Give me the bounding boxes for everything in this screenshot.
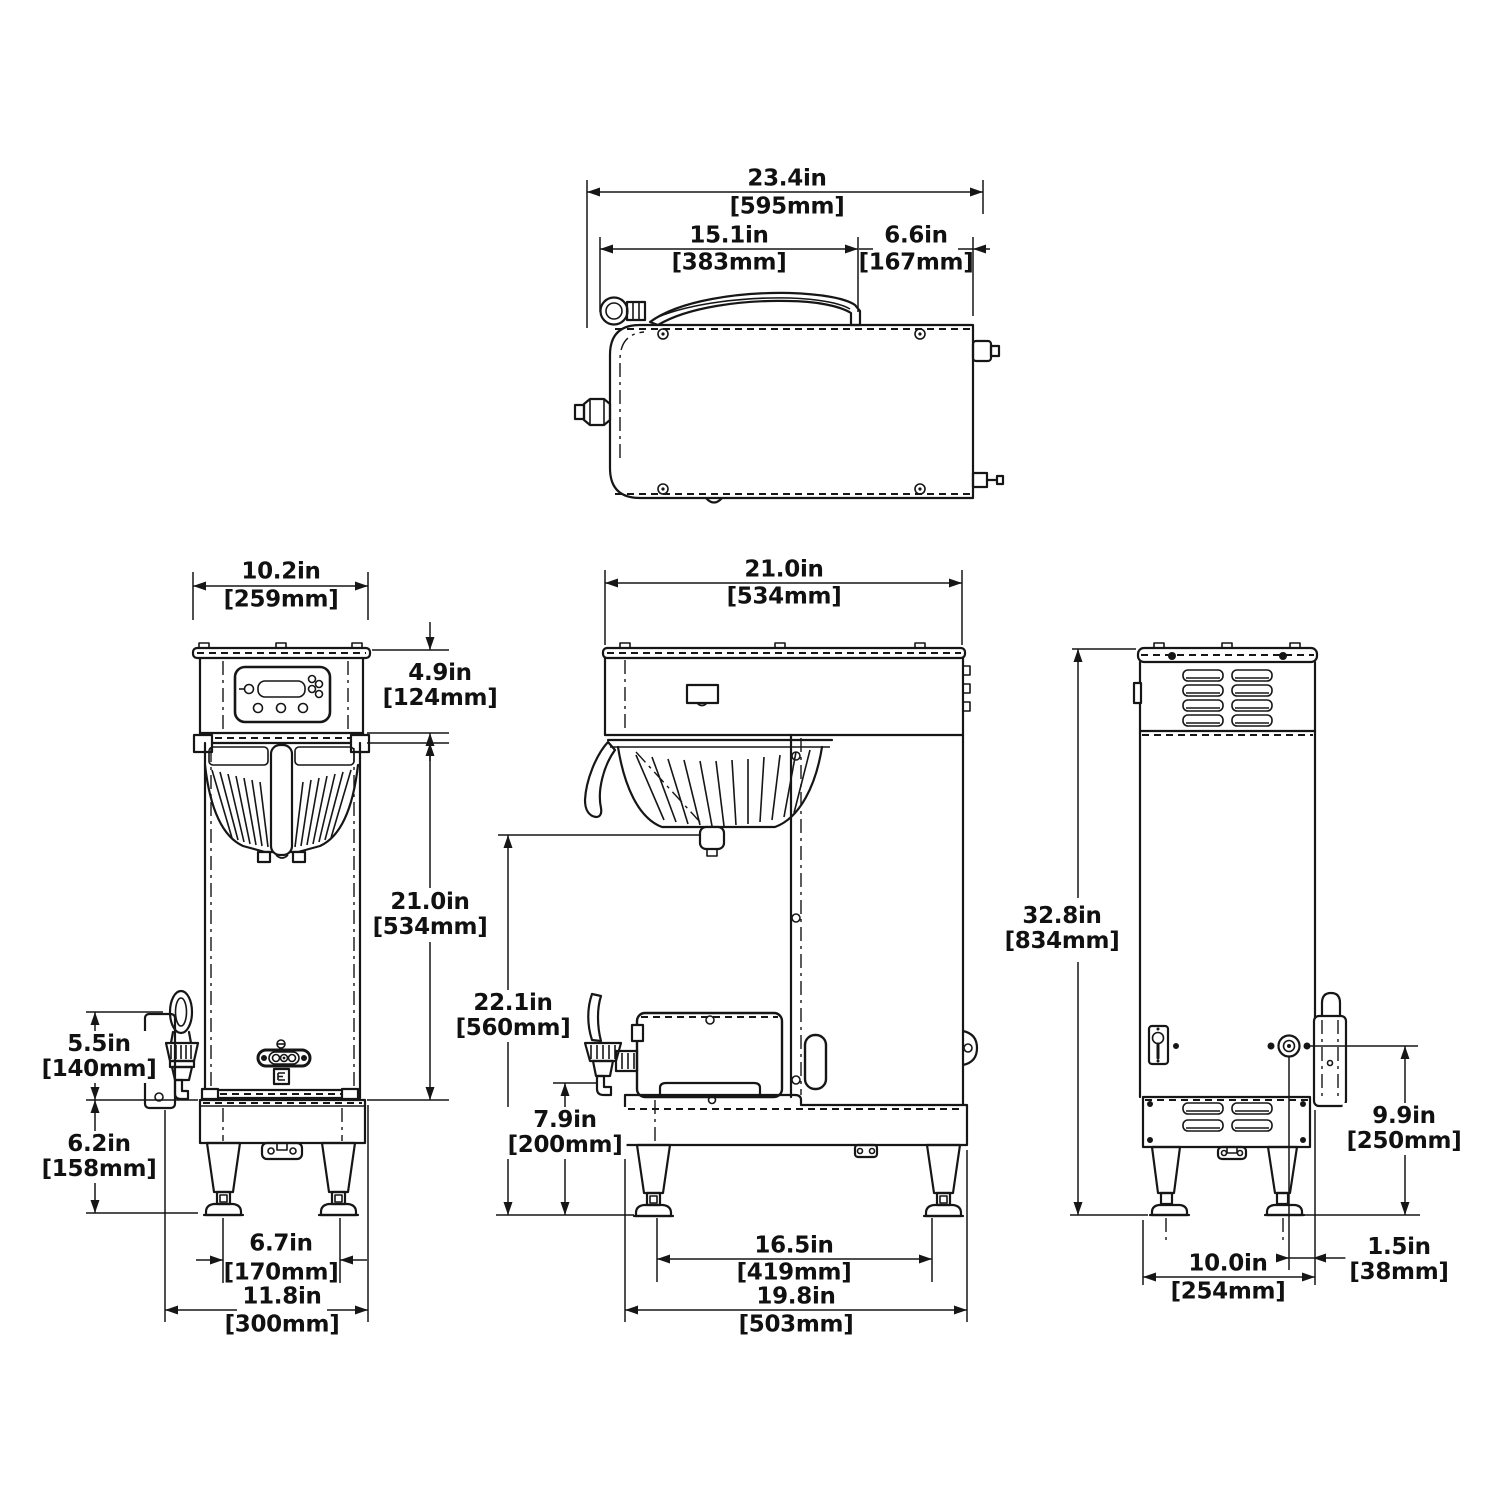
dim-top-rear-mm: [167mm]: [858, 249, 974, 276]
dim-front-faucet: 5.5in [140mm]: [37, 1031, 161, 1083]
dim-front-faucet-in: 5.5in: [67, 1031, 131, 1057]
dim-rear-height-in: 32.8in: [1022, 903, 1102, 929]
dim-side-faucet-mm: [200mm]: [507, 1132, 623, 1158]
side-view: [583, 642, 979, 1218]
dim-front-body-mm: [534mm]: [372, 914, 488, 940]
dim-front-overall-mm: [300mm]: [224, 1311, 340, 1338]
dim-top-lid-in: 15.1in: [689, 222, 769, 249]
dim-side-height-mm: [560mm]: [455, 1015, 571, 1041]
dim-rear-height-mm: [834mm]: [1004, 928, 1120, 954]
dim-front-overall-in: 11.8in: [242, 1283, 322, 1310]
dim-top-rear-in: 6.6in: [884, 222, 948, 249]
front-view: [143, 642, 372, 1217]
dim-rear-width-mm: [254mm]: [1170, 1278, 1286, 1305]
dim-rear-offset: 1.5in [38mm]: [1345, 1234, 1453, 1286]
dim-side-width-mm: [534mm]: [726, 583, 842, 610]
dimension-annotations: [86, 180, 1420, 1322]
dim-side-feet-in: 16.5in: [754, 1232, 834, 1259]
dim-front-panel: 4.9in [124mm]: [378, 660, 502, 712]
dim-side-faucet: 7.9in [200mm]: [503, 1107, 627, 1159]
dim-side-feet-mm: [419mm]: [736, 1259, 852, 1286]
dim-front-width-mm: [259mm]: [223, 586, 339, 613]
dim-rear-inlet: 9.9in [250mm]: [1342, 1103, 1466, 1155]
dim-rear-height: 32.8in [834mm]: [1000, 903, 1124, 955]
dim-top-overall-in: 23.4in: [747, 165, 827, 192]
dim-front-body: 21.0in [534mm]: [368, 889, 492, 941]
dim-front-body-in: 21.0in: [390, 889, 470, 915]
dim-rear-inlet-mm: [250mm]: [1346, 1128, 1462, 1154]
dim-front-faucet-mm: [140mm]: [41, 1056, 157, 1082]
dim-rear-offset-in: 1.5in: [1367, 1234, 1431, 1260]
dim-side-height-in: 22.1in: [473, 990, 553, 1016]
dim-side-depth-mm: [503mm]: [738, 1311, 854, 1338]
dim-side-height: 22.1in [560mm]: [451, 990, 575, 1042]
dim-front-base-mm: [158mm]: [41, 1156, 157, 1182]
dim-front-panel-mm: [124mm]: [382, 685, 498, 711]
dim-front-width-in: 10.2in: [241, 558, 321, 585]
dim-rear-width-in: 10.0in: [1188, 1250, 1268, 1277]
dim-front-base-in: 6.2in: [67, 1131, 131, 1157]
dim-front-panel-in: 4.9in: [408, 660, 472, 686]
dim-top-overall-mm: [595mm]: [729, 193, 845, 220]
dim-side-faucet-in: 7.9in: [533, 1107, 597, 1133]
top-view: [573, 291, 1005, 504]
dim-front-base: 6.2in [158mm]: [37, 1131, 161, 1183]
dim-front-feet-mm: [170mm]: [223, 1259, 339, 1286]
dim-side-width-in: 21.0in: [744, 556, 824, 583]
dim-top-lid-mm: [383mm]: [671, 249, 787, 276]
dim-front-feet-in: 6.7in: [249, 1230, 313, 1257]
rear-view: [1132, 642, 1348, 1242]
dim-rear-inlet-in: 9.9in: [1372, 1103, 1436, 1129]
dim-rear-offset-mm: [38mm]: [1349, 1259, 1449, 1285]
dim-side-depth-in: 19.8in: [756, 1283, 836, 1310]
